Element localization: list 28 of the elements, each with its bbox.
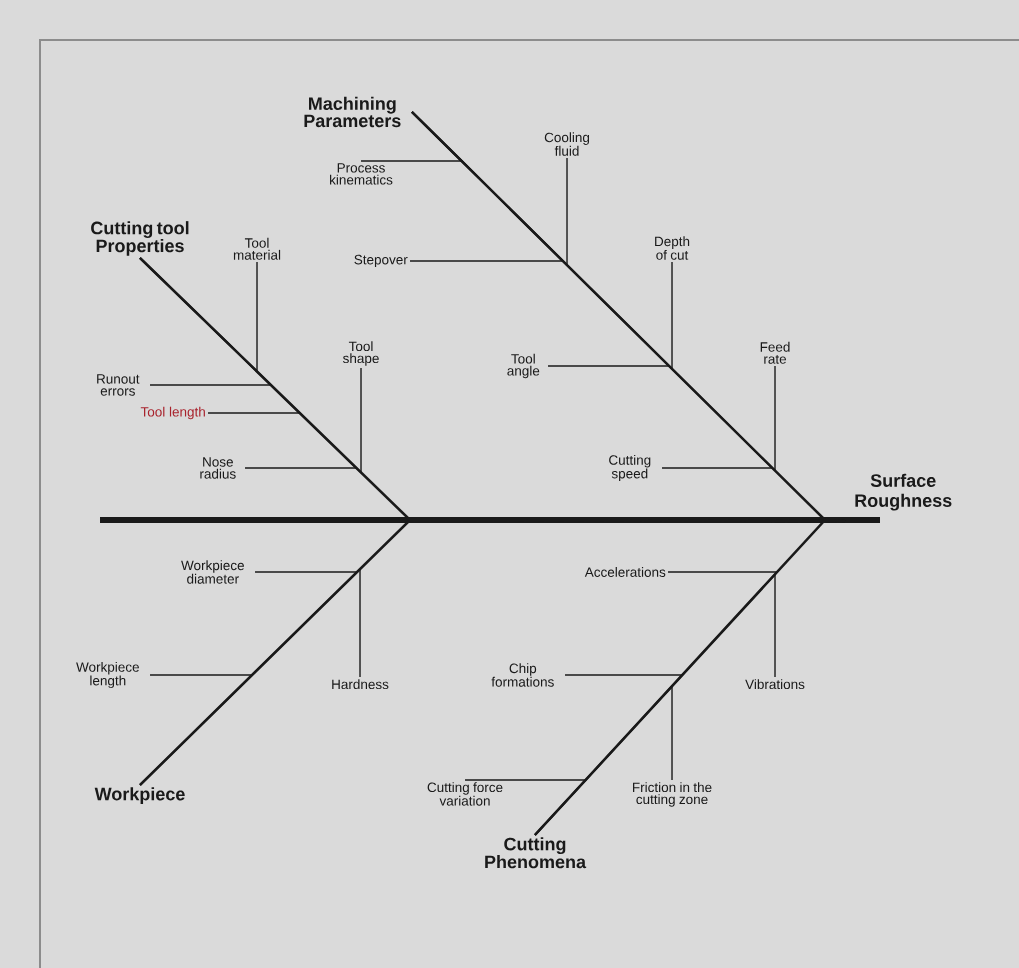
cause-label: Cutting speed [609, 454, 651, 482]
effect-label: Surface Roughness [855, 473, 952, 511]
cause-label: Process kinematics [330, 163, 393, 185]
cause-label: Accelerations [584, 567, 666, 577]
cause-label: Hardness [332, 679, 389, 690]
cause-label: Cutting force variation [427, 782, 503, 806]
cause-label: Stepover [354, 254, 408, 268]
cause-label: Cooling fluid [544, 132, 589, 156]
cause-label: Tool material [233, 237, 281, 260]
category-label: Cutting tool Properties [91, 221, 189, 256]
cause-label: Runout errors [97, 374, 140, 396]
cause-label: Chip formations [491, 663, 554, 687]
cause-label: Workpiece diameter [181, 560, 244, 584]
branch-line [139, 674, 254, 786]
category-label: Machining Parameters [304, 96, 401, 128]
cause-label: Friction in the cutting zone [633, 782, 712, 807]
cause-label: Tool length [140, 406, 205, 420]
cause-label: Workpiece length [76, 661, 139, 689]
category-label: Cutting Phenomena [485, 837, 587, 869]
cause-label: Tool shape [343, 341, 379, 366]
cause-label: Tool angle [507, 353, 540, 379]
cause-label: Nose radius [200, 457, 236, 479]
category-label: Workpiece [94, 787, 185, 804]
cause-label: Vibrations [745, 679, 805, 690]
branch-line [464, 779, 588, 836]
cause-label: Feed rate [760, 341, 790, 364]
bone-line [534, 518, 846, 836]
cause-label: Depth of cut [655, 236, 690, 260]
